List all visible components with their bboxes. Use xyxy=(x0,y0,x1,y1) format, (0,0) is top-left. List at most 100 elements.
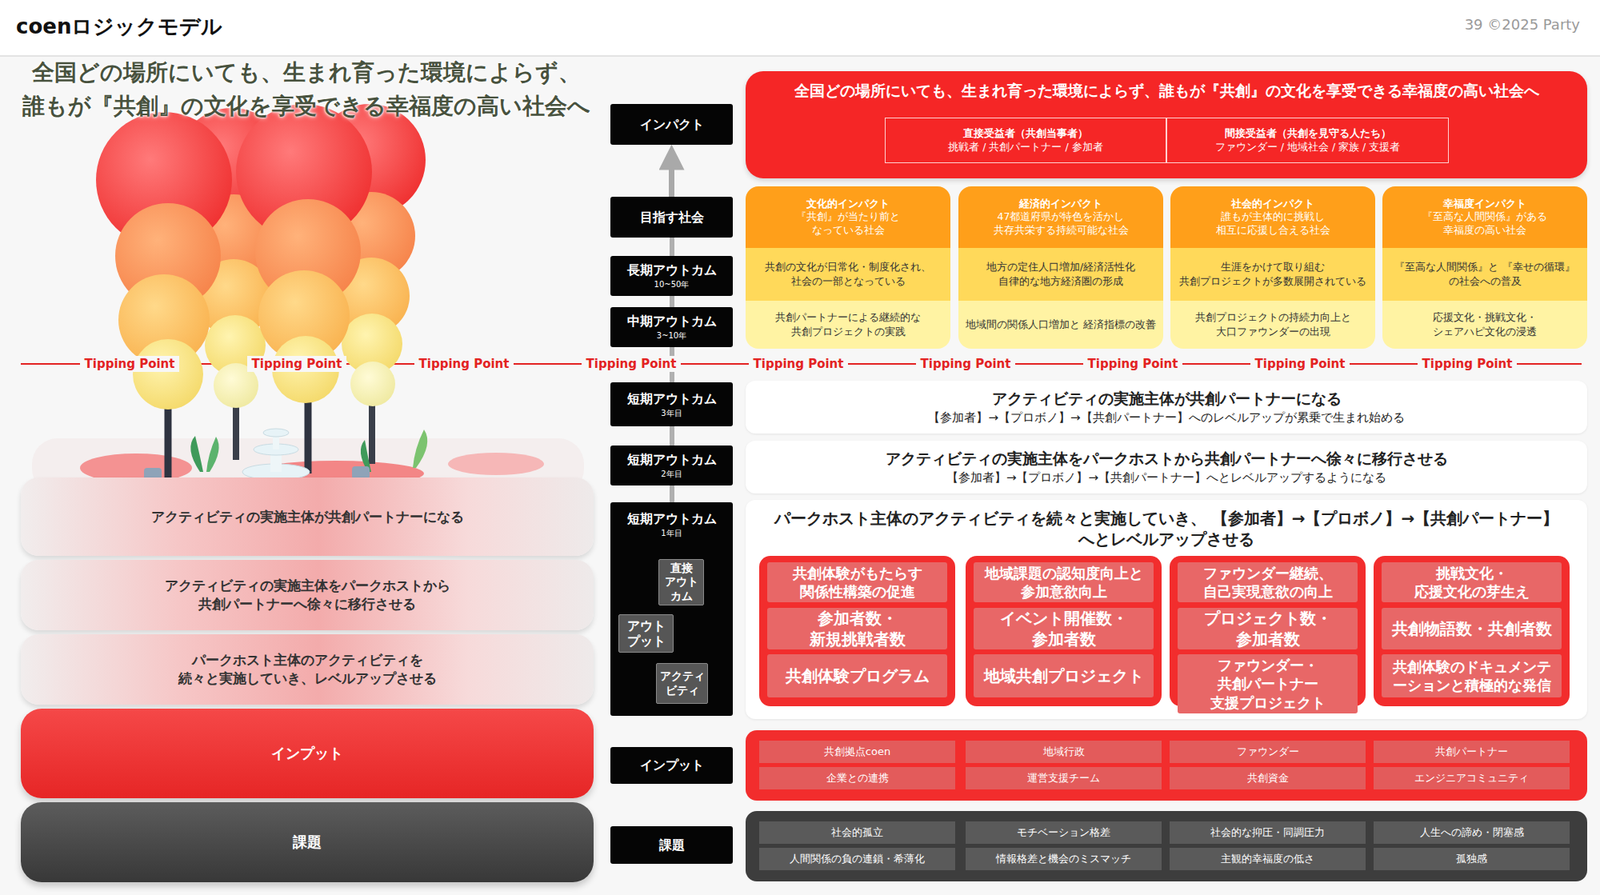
balloon-tree xyxy=(96,112,232,480)
garden-surface xyxy=(448,452,544,476)
tipping-point-label: Tipping Point xyxy=(748,356,848,372)
node-text: 人間関係の負の連鎖・希薄化 xyxy=(789,852,925,867)
node-text: 2年目 xyxy=(660,468,682,480)
node-text: パークホスト主体のアクティビティを 続々と実施していき、レベルアップさせる xyxy=(140,651,474,688)
node-text: 共創体験のドキュメンテーションと積極的な発信 xyxy=(1388,657,1556,696)
node-text: 【参加者】→【プロボノ】→【共創パートナー】へのレベルアップが累乗で生まれ始める xyxy=(928,409,1404,426)
node-text: 運営支援チーム xyxy=(1027,771,1100,786)
layer-slab: アクティビティの実施主体が共創パートナーになる xyxy=(20,477,594,556)
tipping-point-label: Tipping Point xyxy=(1083,356,1183,372)
node-text: 孤独感 xyxy=(1456,852,1488,867)
node-text: 間接受益者（共創を見守る人たち） xyxy=(1224,127,1392,141)
activity-cell: 参加者数・新規挑戦者数 xyxy=(767,608,948,650)
tipping-point-label: Tipping Point xyxy=(1417,356,1517,372)
node-text: モチベーション格差 xyxy=(1016,825,1111,840)
impact-category: 文化的インパクト『共創』が当たり前と なっている社会 xyxy=(745,186,951,248)
node-text: イベント開催数・参加者数 xyxy=(980,608,1148,650)
input-cell: 運営支援チーム xyxy=(965,767,1162,790)
long-outcome: 共創の文化が日常化・制度化され、 社会の一部となっている xyxy=(745,248,951,301)
issue-cell: 情報格差と機会のミスマッチ xyxy=(965,848,1162,871)
node-text: 誰もが主体的に挑戦し 相互に応援し合える社会 xyxy=(1192,210,1353,238)
stage-label: 短期アウトカム2年目 xyxy=(610,445,733,486)
node-text: 社会的な抑圧・同調圧力 xyxy=(1210,825,1325,840)
impact-category: 経済的インパクト47都道府県が特色を活かし 共存共栄する持続可能な社会 xyxy=(958,186,1164,248)
node-text: アクティビティの実施主体をパークホストから共創パートナーへ徐々に移行させる xyxy=(885,448,1448,470)
cycle-box: 直接 アウトカム xyxy=(658,559,704,606)
garden-plants xyxy=(190,436,204,472)
tipping-point-label: Tipping Point xyxy=(1250,356,1350,372)
stage-label: 課題 xyxy=(610,826,733,864)
issue-cell: 孤独感 xyxy=(1373,848,1570,871)
long-outcome: 『至高な人間関係』と 『幸せの循環』の社会への普及 xyxy=(1382,248,1588,301)
tipping-point-label: Tipping Point xyxy=(581,356,681,372)
node-text: 企業との連携 xyxy=(826,771,889,786)
layer-slab: パークホスト主体のアクティビティを 続々と実施していき、レベルアップさせる xyxy=(20,634,594,705)
issue-cell: 人生への諦め・閉塞感 xyxy=(1373,821,1570,844)
node-text: アクティビティの実施主体が共創パートナーになる xyxy=(151,508,464,527)
input-panel xyxy=(745,730,1588,801)
node-text: 経済的インパクト xyxy=(1019,196,1103,212)
input-cell: エンジニアコミュニティ xyxy=(1373,767,1570,790)
issue-cell: 人間関係の負の連鎖・希薄化 xyxy=(759,848,956,871)
node-text: アウト プット xyxy=(620,618,672,649)
node-text: 10~50年 xyxy=(654,279,690,291)
header-band xyxy=(0,0,1600,56)
issue-cell: 社会的な抑圧・同調圧力 xyxy=(1169,821,1366,844)
node-text: プロジェクト数・参加者数 xyxy=(1184,608,1352,650)
node-text: アクティビティの実施主体が共創パートナーになる xyxy=(992,388,1342,410)
beneficiary-cell: 直接受益者（共創当事者）挑戦者 / 共創パートナー / 参加者 xyxy=(884,117,1167,164)
issue-slab: 課題 xyxy=(20,802,594,883)
activity-cell: 共創体験プログラム xyxy=(767,654,948,698)
activity-cell: 共創物語数・共創者数 xyxy=(1381,608,1562,650)
node-text: 共創資金 xyxy=(1247,771,1289,786)
node-text: 1年目 xyxy=(660,528,682,540)
node-text: 『至高な人間関係』がある 幸福度の高い社会 xyxy=(1404,210,1565,238)
activity-cell: 地域共創プロジェクト xyxy=(973,654,1154,698)
page-title: coenロジックモデル xyxy=(16,12,223,41)
node-text: 【参加者】→【プロボノ】→【共創パートナー】へとレベルアップするようになる xyxy=(946,469,1387,486)
input-cell: 地域行政 xyxy=(965,740,1162,764)
node-text: 直接受益者（共創当事者） xyxy=(963,127,1088,141)
layer-slab: アクティビティの実施主体をパークホストから 共創パートナーへ徐々に移行させる xyxy=(20,560,594,631)
node-text: 生涯をかけて取り組む 共創プロジェクトが多数展開されている xyxy=(1176,260,1369,288)
cycle-box: アウト プット xyxy=(618,614,674,653)
node-text: エンジニアコミュニティ xyxy=(1414,771,1529,786)
node-text: インパクト xyxy=(640,116,704,134)
stage-label: インプット xyxy=(610,747,733,784)
node-text: 長期アウトカム xyxy=(627,261,717,280)
node-text: 課題 xyxy=(659,836,685,855)
node-text: 社会的インパクト xyxy=(1231,196,1315,212)
node-text: 人生への諦め・閉塞感 xyxy=(1420,825,1524,840)
issue-panel xyxy=(745,811,1588,882)
activity-cell: イベント開催数・参加者数 xyxy=(973,608,1154,650)
input-slab: インプット xyxy=(20,708,594,799)
node-text: 地方の定住人口増加/経済活性化 自律的な地方経済圏の形成 xyxy=(964,260,1157,288)
node-text: 主観的幸福度の低さ xyxy=(1220,852,1315,867)
header-band xyxy=(0,55,1600,57)
tipping-point-label: Tipping Point xyxy=(414,356,514,372)
node-text: 地域共創プロジェクト xyxy=(984,665,1144,687)
beneficiary-cell: 間接受益者（共創を見守る人たち）ファウンダー / 地域社会 / 家族 / 支援者 xyxy=(1166,117,1449,164)
node-text: 挑戦文化・応援文化の芽生え xyxy=(1388,564,1556,602)
node-text: 『至高な人間関係』と 『幸せの循環』の社会への普及 xyxy=(1388,260,1581,288)
fountain xyxy=(263,428,289,437)
activity-cell: 挑戦文化・応援文化の芽生え xyxy=(1381,562,1562,603)
issue-panel xyxy=(745,811,1588,882)
input-cell: ファウンダー xyxy=(1169,740,1366,764)
node-text: 地域行政 xyxy=(1043,744,1085,760)
issue-cell: 主観的幸福度の低さ xyxy=(1169,848,1366,871)
node-text: 短期アウトカム xyxy=(627,451,717,469)
short-outcome: パークホスト主体のアクティビティを続々と実施していき、 【参加者】→【プロボノ】… xyxy=(745,500,1588,720)
node-text: 地域間の関係人口増加と 経済指標の改善 xyxy=(965,317,1156,332)
node-text: 短期アウトカム xyxy=(627,510,717,528)
connector-arrow xyxy=(668,162,675,197)
tipping-point-label: Tipping Point xyxy=(80,356,180,372)
stage-label: 短期アウトカム3年目 xyxy=(610,382,733,427)
issue-cell: 社会的孤立 xyxy=(759,821,956,844)
node-text: 共創物語数・共創者数 xyxy=(1392,618,1552,640)
node-text: パークホスト主体のアクティビティを続々と実施していき、 【参加者】→【プロボノ】… xyxy=(745,508,1588,550)
node-text: 幸福度インパクト xyxy=(1443,196,1527,212)
node-text: 3~10年 xyxy=(656,330,687,342)
node-text: 共創パートナー xyxy=(1435,744,1508,760)
cycle-box: アクティ ビティ xyxy=(656,663,708,704)
